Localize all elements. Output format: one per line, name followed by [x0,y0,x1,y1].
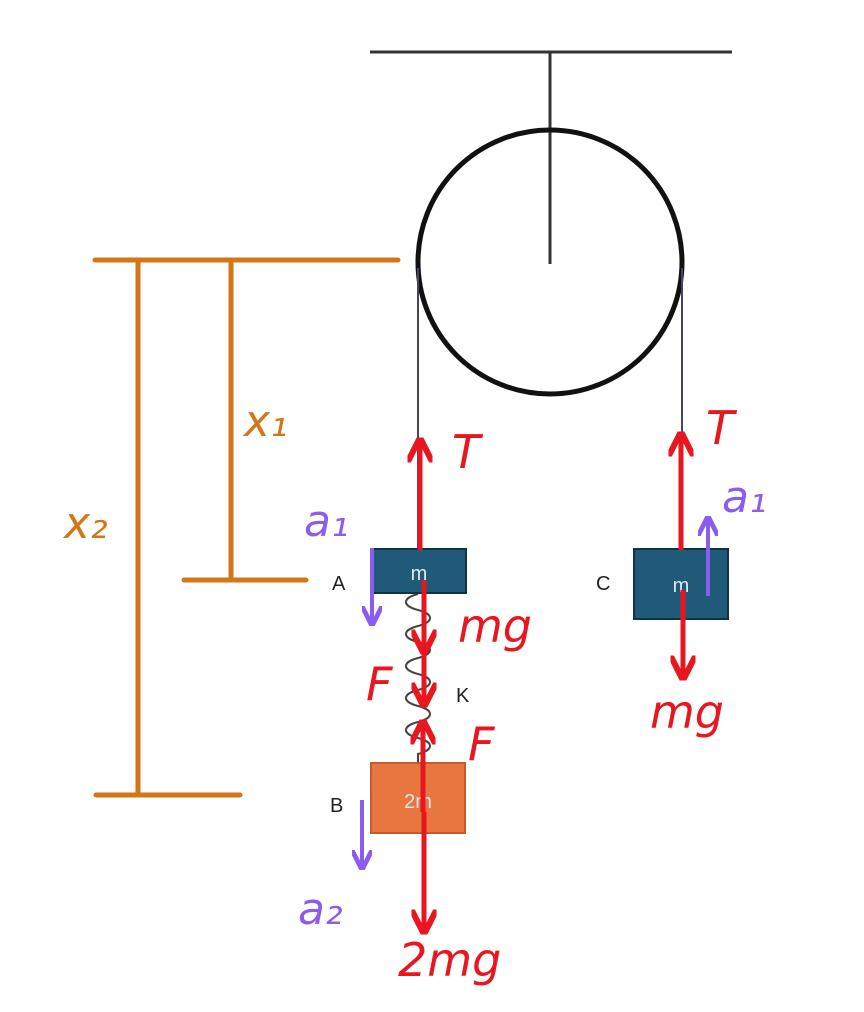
label-force-upper: F [366,657,393,711]
pulley-wheel [415,127,685,397]
block-c-letter: C [596,573,610,595]
label-x1: x₁ [242,396,288,447]
block-a-letter: A [332,573,346,595]
label-tension-c: T [706,401,738,455]
label-accel-c: a₁ [722,472,767,523]
block-b-mass: 2m [404,791,432,813]
block-b [370,762,466,834]
label-x2: x₂ [62,498,108,549]
spring-label: K [456,685,470,707]
label-tension-a: T [452,425,484,479]
block-b-letter: B [330,795,343,817]
label-weight-c: mg [650,685,724,739]
distance-markers [92,257,401,798]
label-force-lower: F [468,717,495,771]
label-accel-a: a₁ [304,496,349,547]
label-weight-b: 2mg [398,933,501,987]
spring [405,593,431,764]
block-a-mass: m [411,563,428,585]
label-weight-a: mg [458,599,532,653]
label-accel-b: a₂ [298,884,343,935]
